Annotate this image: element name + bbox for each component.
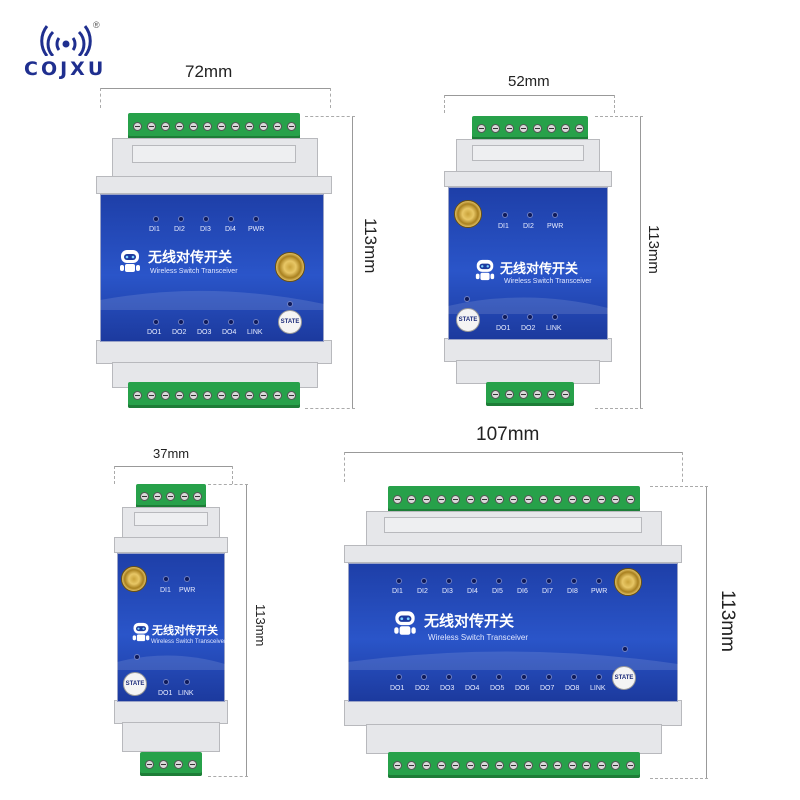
antenna-connector-icon — [454, 200, 482, 228]
product-title-en: Wireless Switch Transceiver — [151, 639, 227, 645]
label-do2: DO2 — [415, 685, 430, 692]
state-button[interactable]: STATE — [123, 672, 147, 696]
antenna-connector-icon — [121, 566, 147, 592]
label-do1: DO1 — [147, 329, 162, 336]
robot-icon — [475, 259, 495, 281]
label-do8: DO8 — [565, 685, 580, 692]
robot-icon — [132, 622, 150, 642]
label-di3: DI3 — [200, 226, 211, 233]
robot-icon — [394, 611, 416, 635]
label-di1: DI1 — [160, 587, 171, 594]
label-link: LINK — [546, 325, 562, 332]
panel-swoosh — [348, 651, 678, 670]
label-do3: DO3 — [440, 685, 455, 692]
label-pwr: PWR — [591, 588, 608, 595]
state-button[interactable]: STATE — [612, 666, 636, 690]
label-link: LINK — [247, 329, 263, 336]
width-dimension: 107mm — [476, 424, 540, 445]
label-di8: DI8 — [567, 588, 578, 595]
product-title-cn: 无线对传开关 — [500, 262, 579, 277]
label-do5: DO5 — [490, 685, 505, 692]
label-do4: DO4 — [465, 685, 480, 692]
product-title-en: Wireless Switch Transceiver — [504, 278, 592, 285]
antenna-connector-icon — [275, 252, 305, 282]
label-di4: DI4 — [225, 226, 236, 233]
brand-name: COJXU — [24, 58, 107, 80]
product-title-en: Wireless Switch Transceiver — [428, 633, 529, 642]
panel-swoosh — [448, 297, 608, 314]
terminal-block-bottom — [486, 382, 574, 406]
label-pwr: PWR — [248, 226, 265, 233]
label-link: LINK — [178, 690, 194, 697]
product-title-cn: 无线对传开关 — [424, 612, 515, 630]
label-di1: DI1 — [498, 223, 509, 230]
state-button[interactable]: STATE — [456, 308, 480, 332]
enclosure-bottom — [344, 700, 682, 726]
label-pwr: PWR — [547, 223, 564, 230]
label-di1: DI1 — [392, 588, 403, 595]
product-title-en: Wireless Switch Transceiver — [150, 268, 238, 275]
enclosure-bottom — [114, 700, 228, 724]
label-do7: DO7 — [540, 685, 555, 692]
label-do4: DO4 — [222, 329, 237, 336]
product-title-cn: 无线对传开关 — [148, 250, 232, 266]
label-di2: DI2 — [523, 223, 534, 230]
label-pwr: PWR — [179, 587, 196, 594]
label-do1: DO1 — [158, 690, 173, 697]
wifi-signal-icon — [40, 25, 92, 56]
width-dimension: 72mm — [185, 62, 233, 81]
label-di7: DI7 — [542, 588, 553, 595]
width-dimension: 52mm — [508, 73, 550, 90]
panel-swoosh — [100, 290, 324, 310]
terminal-block-top — [128, 113, 300, 139]
enclosure-bottom — [96, 340, 332, 364]
label-di4: DI4 — [467, 588, 478, 595]
label-do2: DO2 — [172, 329, 187, 336]
antenna-connector-icon — [614, 568, 642, 596]
label-di2: DI2 — [417, 588, 428, 595]
height-dimension: 113mm — [717, 590, 738, 652]
label-link: LINK — [590, 685, 606, 692]
robot-icon — [120, 250, 140, 272]
label-di2: DI2 — [174, 226, 185, 233]
registered-mark: ® — [93, 20, 100, 30]
label-do2: DO2 — [521, 325, 536, 332]
height-dimension: 113mm — [645, 225, 662, 274]
label-do6: DO6 — [515, 685, 530, 692]
state-button[interactable]: STATE — [278, 310, 302, 334]
height-dimension: 113mm — [253, 604, 268, 647]
label-di6: DI6 — [517, 588, 528, 595]
label-di5: DI5 — [492, 588, 503, 595]
enclosure-bottom — [444, 338, 612, 362]
width-dimension: 37mm — [153, 446, 190, 461]
panel-swoosh — [117, 655, 225, 670]
height-dimension: 113mm — [361, 218, 380, 274]
product-title-cn: 无线对传开关 — [152, 624, 218, 637]
label-do1: DO1 — [390, 685, 405, 692]
terminal-block-bottom — [128, 382, 300, 408]
label-do1: DO1 — [496, 325, 511, 332]
label-di3: DI3 — [442, 588, 453, 595]
label-di1: DI1 — [149, 226, 160, 233]
label-do3: DO3 — [197, 329, 212, 336]
